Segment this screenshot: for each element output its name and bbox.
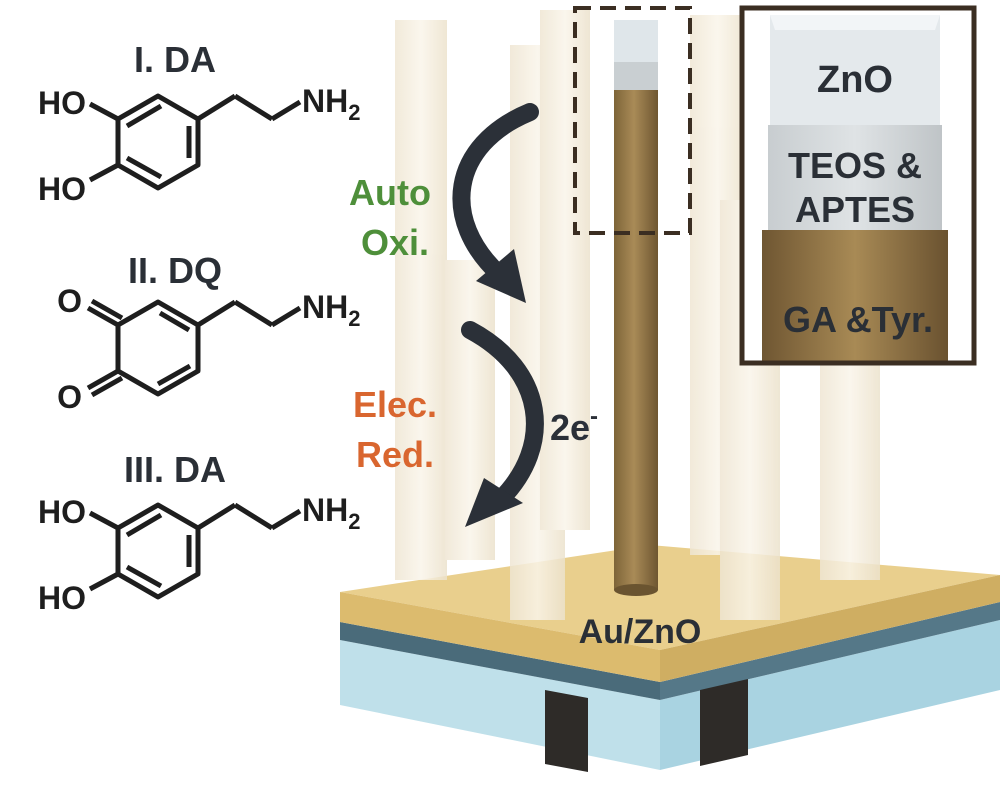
nanorod-silane-band — [614, 62, 658, 90]
amine-group: NH2 — [302, 83, 360, 125]
electron-label: 2e- — [550, 403, 598, 448]
inset-panel: ZnO TEOS & APTES GA &Tyr. — [739, 5, 977, 366]
structure-label-3: III. DA — [124, 449, 226, 490]
oxidation-arrowhead — [476, 249, 526, 303]
gold-layer-front — [340, 592, 660, 682]
nanorod-enzyme-coating — [614, 90, 658, 590]
electrochemical-reduction-label-1: Elec. — [353, 384, 437, 425]
nanorod-zno-tip — [614, 20, 658, 62]
nanorod-base — [614, 584, 658, 596]
zoom-selection-box — [573, 6, 692, 235]
reduction-arrowhead — [465, 478, 523, 527]
dark-strip-right — [660, 602, 1000, 700]
gold-layer-right — [660, 575, 1000, 682]
structure-dopamine-1: I. DA HO HO NH2 — [38, 39, 360, 207]
inset-label-zno: ZnO — [817, 59, 893, 101]
reaction-arrows: Auto Oxi. Elec. Red. 2e- — [349, 103, 598, 527]
hydroxyl-bottom: HO — [38, 171, 86, 207]
inset-label-ga-tyr: GA &Tyr. — [783, 299, 933, 340]
dark-strip — [340, 622, 660, 700]
electrode-block-2 — [700, 679, 748, 766]
inset-frame — [739, 5, 977, 366]
inset-silane-layer — [768, 125, 942, 235]
electrochemical-reduction-label-2: Red. — [356, 434, 434, 475]
inset-zno-layer — [770, 15, 940, 135]
ghost-rod — [395, 20, 447, 580]
inset-zno-facet — [770, 15, 940, 30]
quinone-ring — [115, 299, 201, 397]
electrode-block-1 — [545, 690, 588, 772]
hydroxyl-top: HO — [38, 494, 86, 530]
main-nanorod — [573, 6, 692, 596]
oxidation-arrow — [452, 103, 539, 284]
carbonyl-bottom: O — [57, 379, 82, 415]
structure-label-2: II. DQ — [128, 250, 222, 291]
substrate-label: Au/ZnO — [579, 613, 702, 651]
carbonyl-top: O — [57, 283, 82, 319]
device-base — [340, 545, 1000, 772]
amine-group: NH2 — [302, 289, 360, 331]
structure-label-1: I. DA — [134, 39, 216, 80]
hydroxyl-top: HO — [38, 85, 86, 121]
inset-label-teos: TEOS & — [788, 145, 922, 186]
structure-dopamine-2: III. DA HO HO NH2 — [38, 449, 360, 616]
auto-oxidation-label-2: Oxi. — [361, 222, 429, 263]
ghost-rod — [540, 10, 590, 530]
amine-group: NH2 — [302, 492, 360, 534]
reduction-arrow — [461, 321, 544, 509]
structure-dopaquinone: II. DQ O O NH2 — [57, 250, 360, 415]
hydroxyl-bottom: HO — [38, 580, 86, 616]
inset-label-aptes: APTES — [795, 189, 915, 230]
inset-enzyme-layer — [762, 230, 948, 363]
auto-oxidation-label-1: Auto — [349, 172, 431, 213]
